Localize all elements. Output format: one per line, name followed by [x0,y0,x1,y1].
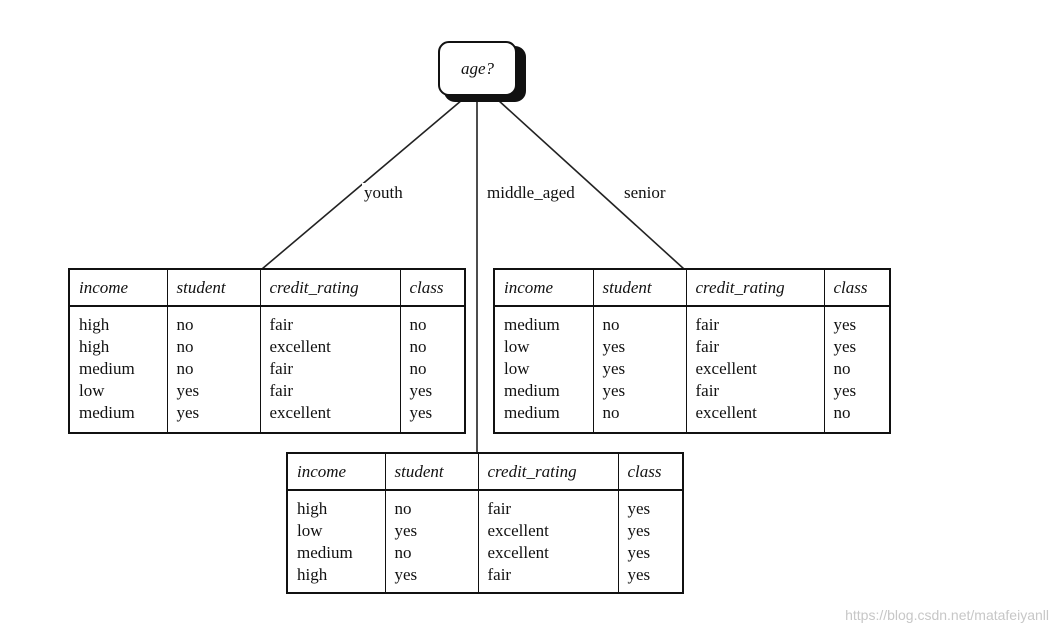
table-cell: excellent [269,403,331,422]
table-cell: yes [409,381,433,400]
table-cell: no [394,499,412,518]
table-cell: fair [695,315,720,334]
table-cell: fair [487,565,512,584]
table-cell: yes [627,565,651,584]
table-youth: income student credit_rating class high … [68,268,466,434]
table-cell: excellent [269,337,331,356]
table-senior: income student credit_rating class mediu… [493,268,891,434]
column-class: yes yes no yes no [824,306,889,432]
table-body: high high medium low medium no no no yes… [70,306,464,432]
table-cell: yes [176,381,200,400]
header-income: income [70,270,168,307]
header-credit-rating: credit_rating [686,270,825,307]
table-cell: yes [602,359,626,378]
table-cell: low [297,521,323,540]
table-cell: excellent [695,359,757,378]
root-node-label: age? [460,58,495,78]
table-cell: fair [695,381,720,400]
table-cell: low [504,359,530,378]
branch-label-senior: senior [622,183,668,203]
table-cell: no [409,337,427,356]
table-cell: high [79,315,110,334]
table-cell: no [409,359,427,378]
table-cell: high [297,565,328,584]
header-income: income [495,270,594,307]
table-cell: medium [79,403,135,422]
header-student: student [385,454,479,491]
table-body: medium low low medium medium no yes yes … [495,306,889,432]
root-node-age: age? [438,41,517,96]
column-class: yes yes yes yes [618,490,682,592]
watermark: https://blog.csdn.net/matafeiyanll [845,607,1049,623]
table-cell: no [602,403,620,422]
column-class: no no no yes yes [400,306,464,432]
table-cell: medium [504,315,560,334]
table-cell: yes [627,521,651,540]
table-body: high low medium high no yes no yes fair … [288,490,682,592]
header-class: class [400,270,464,307]
table-cell: yes [833,315,857,334]
column-income: high low medium high [288,490,386,592]
table-cell: low [79,381,105,400]
table-cell: yes [833,381,857,400]
table-cell: fair [487,499,512,518]
table-middle-aged: income student credit_rating class high … [286,452,684,594]
column-credit-rating: fair excellent fair fair excellent [260,306,401,432]
table-cell: medium [504,381,560,400]
table-cell: no [833,403,851,422]
header-student: student [593,270,687,307]
table-cell: yes [602,381,626,400]
header-credit-rating: credit_rating [478,454,619,491]
table-cell: high [79,337,110,356]
table-cell: yes [602,337,626,356]
table-cell: no [394,543,412,562]
edge-senior [497,99,685,270]
table-cell: yes [394,565,418,584]
table-cell: low [504,337,530,356]
table-cell: fair [269,381,294,400]
header-credit-rating: credit_rating [260,270,401,307]
table-cell: excellent [487,543,549,562]
header-income: income [288,454,386,491]
table-cell: no [833,359,851,378]
table-cell: medium [504,403,560,422]
table-cell: no [176,337,194,356]
branch-label-middle-aged: middle_aged [485,183,577,203]
column-income: medium low low medium medium [495,306,594,432]
column-credit-rating: fair fair excellent fair excellent [686,306,825,432]
table-cell: yes [627,499,651,518]
table-cell: excellent [487,521,549,540]
table-cell: fair [695,337,720,356]
header-student: student [167,270,261,307]
column-student: no yes yes yes no [593,306,687,432]
header-class: class [824,270,889,307]
table-cell: yes [394,521,418,540]
table-cell: high [297,499,328,518]
table-cell: yes [833,337,857,356]
branch-label-youth: youth [362,183,405,203]
column-student: no yes no yes [385,490,479,592]
table-cell: no [176,359,194,378]
header-class: class [618,454,682,491]
table-cell: yes [409,403,433,422]
table-cell: fair [269,359,294,378]
table-cell: medium [79,359,135,378]
table-cell: excellent [695,403,757,422]
table-cell: no [602,315,620,334]
table-cell: yes [627,543,651,562]
table-cell: yes [176,403,200,422]
table-cell: medium [297,543,353,562]
table-cell: no [176,315,194,334]
table-cell: fair [269,315,294,334]
column-credit-rating: fair excellent excellent fair [478,490,619,592]
column-student: no no no yes yes [167,306,261,432]
table-cell: no [409,315,427,334]
column-income: high high medium low medium [70,306,168,432]
